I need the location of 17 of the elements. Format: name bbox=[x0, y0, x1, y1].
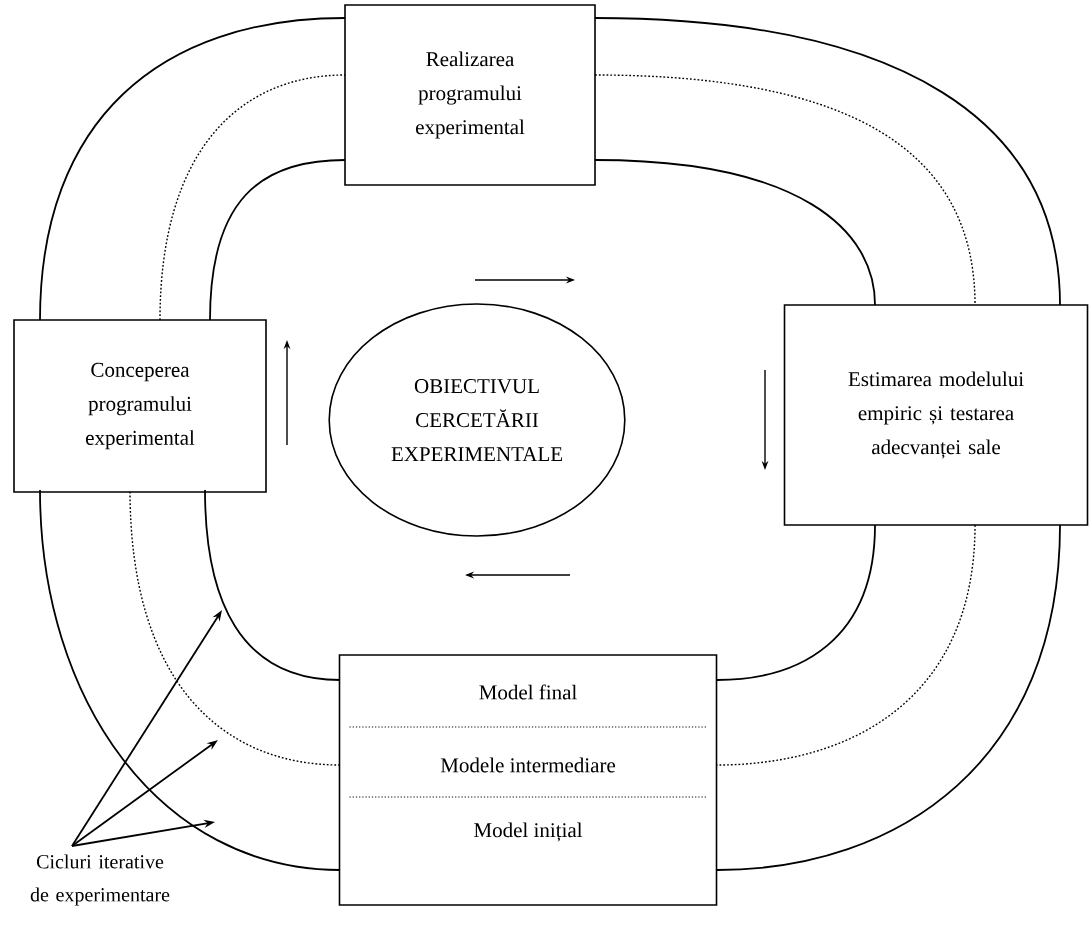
caption-text: Cicluri iterative de experimentare bbox=[30, 854, 170, 906]
cycle-arc bbox=[209, 159, 346, 321]
cycle-arc bbox=[159, 74, 346, 321]
cycle-arc bbox=[129, 489, 341, 766]
cycle-arc bbox=[594, 74, 976, 306]
cycle-arc bbox=[39, 489, 341, 871]
cycle-arc bbox=[716, 524, 876, 681]
cycle-arc bbox=[594, 17, 1061, 306]
cycle-arc bbox=[716, 524, 1061, 871]
process-box: Conceperea programului experimental bbox=[13, 319, 267, 493]
process-box: Estimarea modelului empiric și testarea adecvanței sale bbox=[783, 304, 1089, 526]
model-stack-box: Model final Modele intermediare Model inițial bbox=[338, 654, 718, 906]
cycle-arc bbox=[594, 159, 876, 306]
cycle-arc bbox=[204, 489, 341, 681]
cycle-arc bbox=[39, 17, 346, 321]
process-box: Realizarea programului experimental bbox=[344, 4, 596, 186]
cycle-arc bbox=[716, 524, 976, 766]
